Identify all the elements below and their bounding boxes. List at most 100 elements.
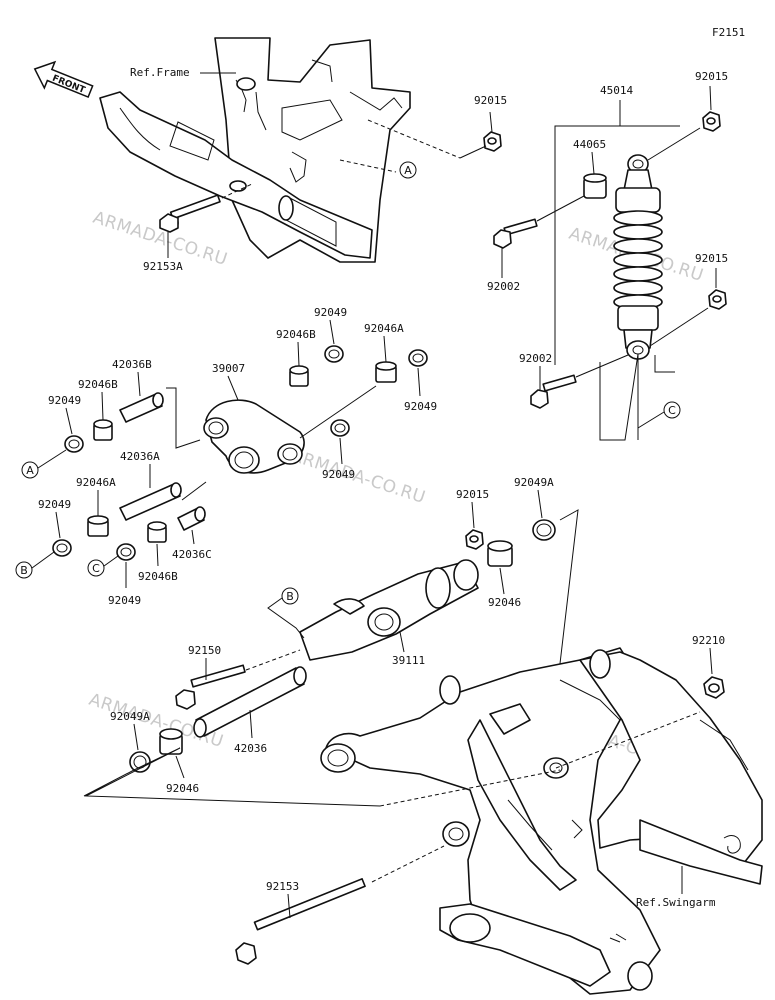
shock-absorber-45014 <box>613 154 663 360</box>
leader <box>329 319 335 345</box>
leader <box>181 481 207 501</box>
leader <box>599 353 639 441</box>
callout-a <box>21 461 39 479</box>
leader <box>637 411 665 429</box>
part-label-92049: 92049 <box>48 394 81 407</box>
leader <box>267 597 305 639</box>
leader <box>133 723 139 751</box>
part-label-92046: 92046 <box>166 782 199 795</box>
leader <box>555 711 701 769</box>
part-label-42036C: 42036C <box>172 548 212 561</box>
part-label-92046B: 92046B <box>138 570 178 583</box>
leader <box>175 755 185 779</box>
leader <box>31 551 55 569</box>
leader <box>299 385 377 439</box>
part-label-92049: 92049 <box>108 594 141 607</box>
watermark: ARMADA-CO.RU <box>288 446 427 508</box>
part-label-92002: 92002 <box>487 280 520 293</box>
leader <box>649 307 709 347</box>
leader <box>101 391 104 421</box>
leader <box>245 649 301 671</box>
part-label-45014: 45014 <box>600 84 633 97</box>
part-label-92049: 92049 <box>38 498 71 511</box>
part-label-92046B: 92046B <box>276 328 316 341</box>
part-label-39111: 39111 <box>392 654 425 667</box>
callout-a <box>399 161 417 179</box>
part-label-92150: 92150 <box>188 644 221 657</box>
leader <box>166 387 201 449</box>
leader <box>371 845 445 883</box>
swingarm-drawing <box>320 647 763 995</box>
leader <box>536 195 585 222</box>
callout-b-text: B <box>20 564 28 577</box>
leader <box>399 631 405 653</box>
part-label-92049: 92049 <box>314 306 347 319</box>
leader <box>367 119 461 159</box>
washer-92049 <box>330 419 350 437</box>
spacer-42036 <box>193 666 307 738</box>
leader <box>471 501 475 529</box>
callout-c <box>663 401 681 419</box>
washer-92049 <box>408 349 428 367</box>
leader <box>339 437 343 465</box>
leader <box>459 145 487 159</box>
leader <box>156 543 159 567</box>
leader <box>297 341 300 367</box>
bearing-92046 <box>159 728 183 755</box>
bolt-92002 <box>530 374 577 409</box>
tie-rod-39111 <box>299 559 479 661</box>
bearing-92046B <box>147 521 167 543</box>
callout-b <box>15 561 33 579</box>
spacer-42036A <box>119 482 182 521</box>
bolt-92002 <box>493 218 538 249</box>
leader <box>65 407 73 435</box>
front-arrow: FRONT <box>33 60 94 98</box>
part-label-92049: 92049 <box>404 400 437 413</box>
leader <box>709 85 712 111</box>
frame-drawing <box>99 37 411 263</box>
part-label-92015: 92015 <box>695 70 728 83</box>
part-label-92153: 92153 <box>266 880 299 893</box>
bearing-92046B <box>93 419 113 441</box>
leader <box>591 151 595 175</box>
collar-44065 <box>583 173 607 199</box>
bolt-92153A <box>159 194 221 233</box>
nut-92015 <box>708 289 727 310</box>
part-label-92046: 92046 <box>488 596 521 609</box>
part-label-44065: 44065 <box>573 138 606 151</box>
nut-92015 <box>702 111 721 132</box>
leader <box>287 893 291 919</box>
leader <box>83 747 381 807</box>
part-label-92153A: 92153A <box>143 260 183 273</box>
callout-a-text: A <box>404 164 412 177</box>
leader <box>339 159 397 173</box>
part-label-92046A: 92046A <box>364 322 404 335</box>
bracket <box>554 125 680 365</box>
leader <box>647 127 701 161</box>
bearing-92046 <box>487 540 513 567</box>
leader <box>537 489 543 519</box>
leader <box>417 367 421 397</box>
leader <box>221 183 253 199</box>
callout-c-text: C <box>92 562 100 575</box>
part-label-92049A: 92049A <box>514 476 554 489</box>
washer-92049 <box>116 543 136 561</box>
washer-92049 <box>64 435 84 453</box>
part-label-42036A: 42036A <box>120 450 160 463</box>
nut-92210 <box>703 676 725 699</box>
nut-92015 <box>465 529 484 550</box>
leader <box>137 371 141 397</box>
washer-92049 <box>324 345 344 363</box>
callout-c <box>87 559 105 577</box>
leader <box>227 375 239 401</box>
part-label-92046B: 92046B <box>78 378 118 391</box>
part-label-92210: 92210 <box>692 634 725 647</box>
leader <box>489 111 493 133</box>
part-label-92049A: 92049A <box>110 710 150 723</box>
nut-92015 <box>483 131 502 152</box>
bolt-92150 <box>175 664 246 710</box>
figure-code: F2151 <box>712 26 745 39</box>
seal-92049A <box>532 519 556 541</box>
leader <box>55 511 61 539</box>
leader <box>709 647 713 675</box>
